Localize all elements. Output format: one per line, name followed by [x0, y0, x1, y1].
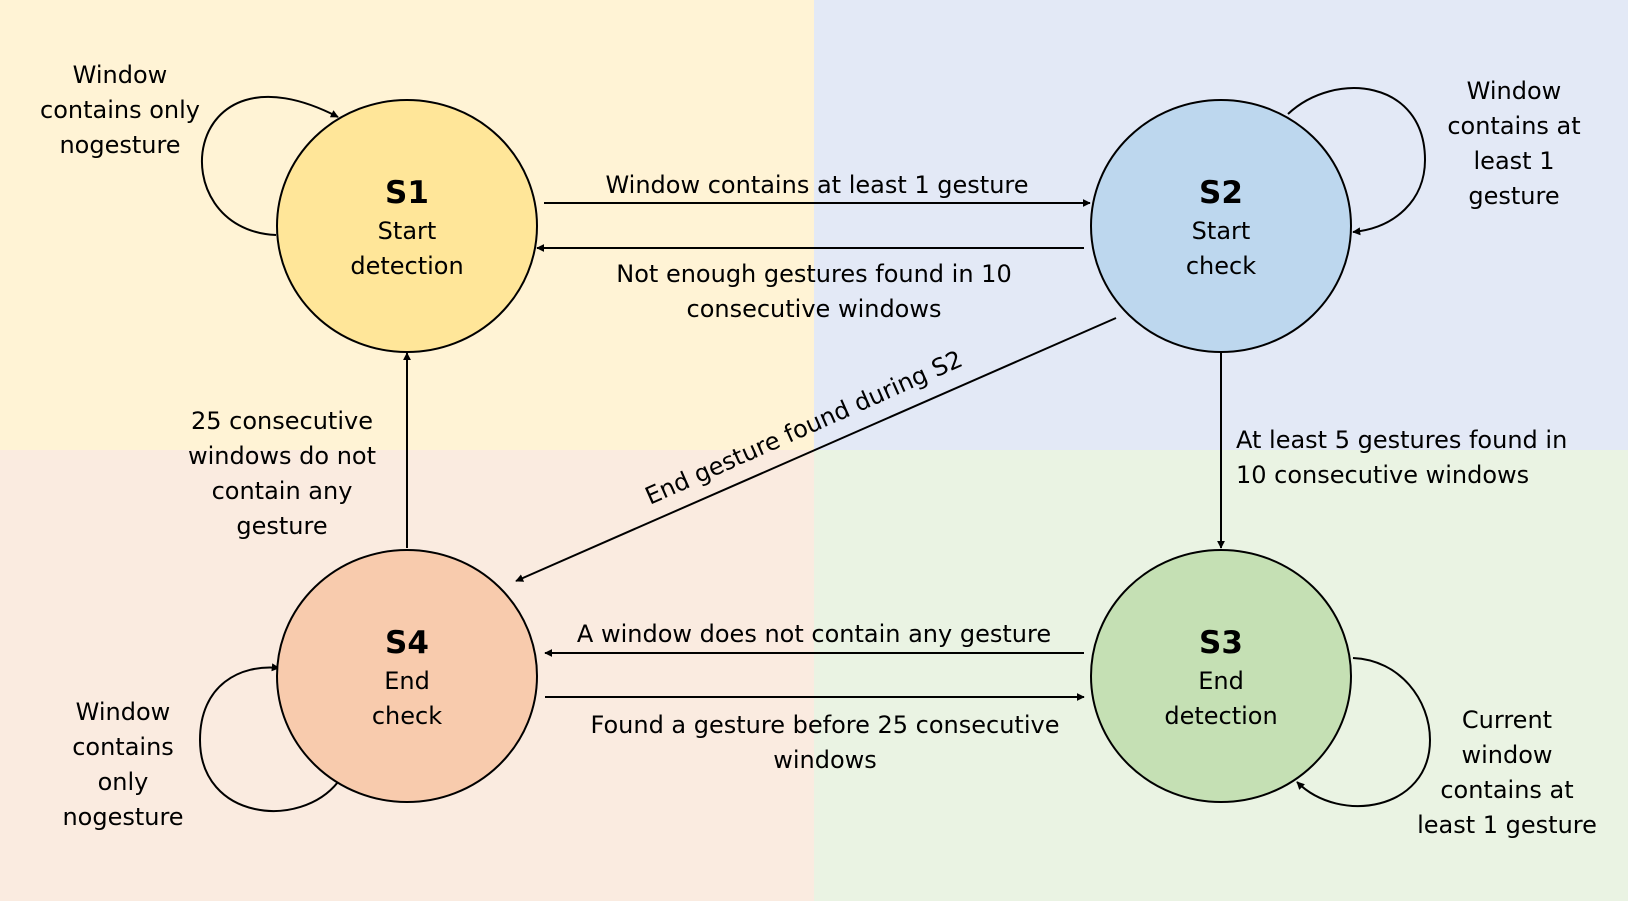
- label-s2-self-line2: contains at: [1447, 112, 1580, 140]
- label-s3-self-line2: window: [1461, 741, 1552, 769]
- label-s2-self-line3: least 1: [1474, 147, 1555, 175]
- state-s3-desc-line2: detection: [1164, 702, 1277, 730]
- state-s1-desc-line1: Start: [378, 217, 437, 245]
- state-s1-node: [276, 99, 538, 353]
- self-loop-s3: [1296, 657, 1432, 807]
- state-s4-node: [276, 549, 538, 803]
- self-loop-s2: [1287, 87, 1427, 236]
- state-s2-name: S2: [1199, 175, 1243, 211]
- label-s2-self-line4: gesture: [1468, 182, 1559, 210]
- label-s2-to-s3-line1: At least 5 gestures found in: [1236, 426, 1567, 454]
- state-s1-desc-line2: detection: [350, 252, 463, 280]
- label-s3-self-line4: least 1 gesture: [1417, 811, 1597, 839]
- label-s4-to-s1-line4: gesture: [236, 512, 327, 540]
- label-s4-to-s3-line2: windows: [773, 746, 877, 774]
- label-s1-self-line2: contains only: [40, 96, 200, 124]
- label-s4-self-line4: nogesture: [62, 803, 183, 831]
- label-s4-to-s3-line1: Found a gesture before 25 consecutive: [591, 711, 1060, 739]
- label-s3-self-line3: contains at: [1440, 776, 1573, 804]
- label-s2-to-s1-line2: consecutive windows: [687, 295, 942, 323]
- state-s3-name: S3: [1199, 625, 1243, 661]
- label-s4-self-line1: Window: [76, 698, 171, 726]
- state-s2-desc-line2: check: [1186, 252, 1256, 280]
- label-s1-self-line3: nogesture: [59, 131, 180, 159]
- label-s4-to-s1-line2: windows do not: [188, 442, 376, 470]
- label-s2-to-s3-line2: 10 consecutive windows: [1236, 461, 1529, 489]
- label-s4-self-line3: only: [98, 768, 149, 796]
- edge-s2-to-s4: [515, 317, 1117, 582]
- label-s2-to-s4: End gesture found during S2: [641, 345, 967, 511]
- state-s4-desc-line1: End: [384, 667, 430, 695]
- label-s4-self-line2: contains: [72, 733, 174, 761]
- state-s4-desc-line2: check: [372, 702, 442, 730]
- label-s4-to-s1-line1: 25 consecutive: [191, 407, 373, 435]
- state-s3-node: [1090, 549, 1352, 803]
- state-s2-desc-line1: Start: [1192, 217, 1251, 245]
- state-s4-name: S4: [385, 625, 429, 661]
- label-s1-to-s2: Window contains at least 1 gesture: [605, 171, 1028, 199]
- state-s2-node: [1090, 99, 1352, 353]
- state-s1-name: S1: [385, 175, 429, 211]
- self-loop-s4: [198, 663, 339, 812]
- label-s3-to-s4: A window does not contain any gesture: [577, 620, 1051, 648]
- label-s2-self-line1: Window: [1467, 77, 1562, 105]
- label-s3-self-line1: Current: [1462, 706, 1552, 734]
- label-s4-to-s1-line3: contain any: [212, 477, 353, 505]
- label-s2-to-s1-line1: Not enough gestures found in 10: [616, 260, 1011, 288]
- self-loop-s1: [200, 95, 339, 236]
- label-s1-self-line1: Window: [73, 61, 168, 89]
- state-s3-desc-line1: End: [1198, 667, 1244, 695]
